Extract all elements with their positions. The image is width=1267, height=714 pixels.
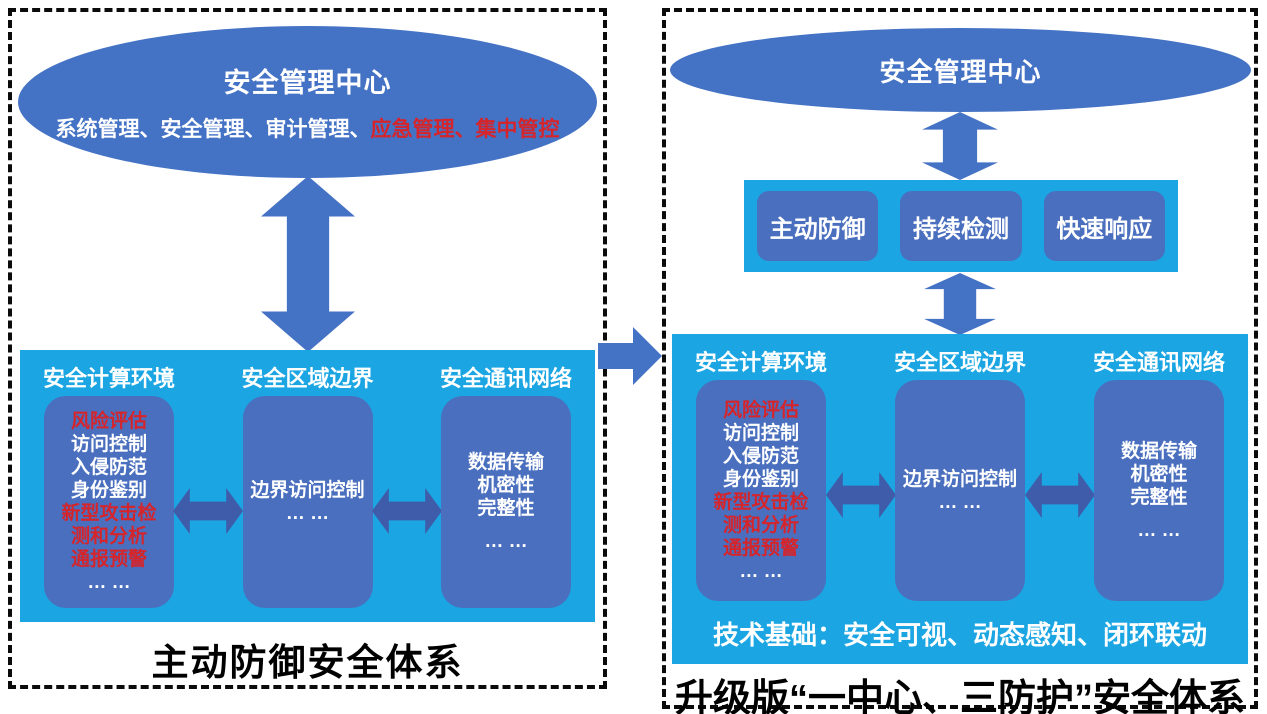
box-item: 边界访问控制: [902, 468, 1017, 490]
box-item: 身份鉴别: [722, 468, 799, 490]
box-item: 访问控制: [722, 422, 799, 444]
node-boundary: 边界访问控制 … …: [242, 396, 373, 608]
column-header: 安全计算环境: [42, 366, 175, 391]
left-right-arrow-icon: [1024, 472, 1095, 518]
left-right-arrow-icon: [825, 472, 896, 518]
column-header: 安全区域边界: [893, 350, 1026, 375]
column-computing-env: 安全计算环境 风险评估 访问控制 入侵防范 身份鉴别 新型攻击检 测和分析 通报…: [34, 358, 184, 612]
ellipse-title: 安全管理中心: [879, 56, 1042, 87]
box-item: … …: [938, 491, 982, 513]
node-computing-env: 风险评估 访问控制 入侵防范 身份鉴别 新型攻击检 测和分析 通报预警 … …: [44, 396, 174, 608]
right-security-mgmt-ellipse: 安全管理中心: [670, 28, 1251, 112]
box-item: 入侵防范: [722, 445, 799, 467]
left-security-mgmt-ellipse: 安全管理中心 系统管理、安全管理、审计管理、应急管理、集中管控: [18, 26, 597, 178]
box-item: 入侵防范: [70, 457, 147, 478]
box-item: 机密性: [1130, 463, 1188, 485]
box-item: 测和分析: [70, 526, 147, 547]
protection-columns-row: 安全计算环境 风险评估 访问控制 入侵防范 身份鉴别 新型攻击检 测和分析 通报…: [686, 342, 1234, 605]
column-header: 安全计算环境: [694, 350, 827, 375]
column-header: 安全通讯网络: [1092, 350, 1225, 375]
box-item: 边界访问控制: [250, 480, 365, 501]
node-boundary: 边界访问控制 … …: [895, 380, 1025, 601]
left-right-arrow-icon: [173, 488, 244, 534]
up-down-arrow-icon: [922, 112, 998, 180]
box-item: 访问控制: [70, 434, 147, 455]
box-item: 新型攻击检: [61, 503, 157, 524]
column-header: 安全区域边界: [241, 366, 374, 391]
column-network: 安全通讯网络 数据传输 机密性 完整性 … …: [431, 358, 581, 612]
box-item: … …: [87, 572, 131, 593]
box-item: 完整性: [1130, 486, 1188, 508]
box-item: 通报预警: [70, 549, 147, 570]
column-header: 安全通讯网络: [439, 366, 572, 391]
box-item: … …: [285, 503, 330, 524]
subtitle-white-text: 系统管理、安全管理、审计管理、: [55, 118, 371, 141]
box-item: 通报预警: [722, 537, 799, 559]
box-item: … …: [484, 531, 528, 552]
column-computing-env: 安全计算环境 风险评估 访问控制 入侵防范 身份鉴别 新型攻击检 测和分析 通报…: [686, 342, 836, 605]
strategy-bar: 主动防御 持续检测 快速响应: [744, 180, 1178, 272]
strategy-active-defense: 主动防御: [757, 191, 879, 261]
box-item: 完整性: [477, 498, 535, 519]
right-protection-area: 安全计算环境 风险评估 访问控制 入侵防范 身份鉴别 新型攻击检 测和分析 通报…: [672, 334, 1248, 664]
right-panel-upgraded-system: 安全管理中心 主动防御 持续检测 快速响应 安全计算环境 风险评估 访问控制 入…: [662, 8, 1258, 714]
ellipse-title: 安全管理中心: [223, 68, 392, 98]
left-protection-area: 安全计算环境 风险评估 访问控制 入侵防范 身份鉴别 新型攻击检 测和分析 通报…: [20, 350, 595, 622]
node-network: 数据传输 机密性 完整性 … …: [441, 396, 571, 608]
left-panel-caption: 主动防御安全体系: [151, 642, 464, 683]
strategy-rapid-response: 快速响应: [1043, 191, 1165, 261]
box-item: 数据传输: [1120, 440, 1197, 462]
box-item: 风险评估: [70, 411, 147, 432]
node-computing-env: 风险评估 访问控制 入侵防范 身份鉴别 新型攻击检 测和分析 通报预警 … …: [696, 380, 826, 601]
ellipse-subtitle: 系统管理、安全管理、审计管理、应急管理、集中管控: [56, 113, 560, 143]
box-item: 风险评估: [722, 399, 799, 421]
box-item: 机密性: [477, 475, 535, 496]
subtitle-red-text: 应急管理、集中管控: [370, 118, 560, 141]
box-item: 身份鉴别: [70, 480, 147, 501]
box-item: … …: [739, 560, 783, 582]
node-network: 数据传输 机密性 完整性 … …: [1094, 380, 1224, 601]
box-item: … …: [1137, 519, 1181, 541]
column-boundary: 安全区域边界 边界访问控制 … …: [885, 342, 1035, 605]
up-down-arrow-icon: [924, 273, 996, 335]
tech-base-label: 技术基础：安全可视、动态感知、闭环联动: [712, 620, 1207, 650]
strategy-continuous-detection: 持续检测: [900, 191, 1022, 261]
right-arrow-icon: [598, 327, 662, 385]
box-item: 测和分析: [722, 514, 799, 536]
box-item: 新型攻击检: [713, 491, 809, 513]
left-panel-active-defense: 安全管理中心 系统管理、安全管理、审计管理、应急管理、集中管控 安全计算环境 风…: [8, 8, 607, 689]
right-panel-caption: 升级版“一中心、三防护”安全体系: [674, 678, 1245, 714]
column-boundary: 安全区域边界 边界访问控制 … …: [233, 358, 383, 612]
box-item: 数据传输: [467, 452, 544, 473]
up-down-arrow-icon: [260, 176, 355, 352]
left-right-arrow-icon: [371, 488, 442, 534]
column-network: 安全通讯网络 数据传输 机密性 完整性 … …: [1084, 342, 1234, 605]
